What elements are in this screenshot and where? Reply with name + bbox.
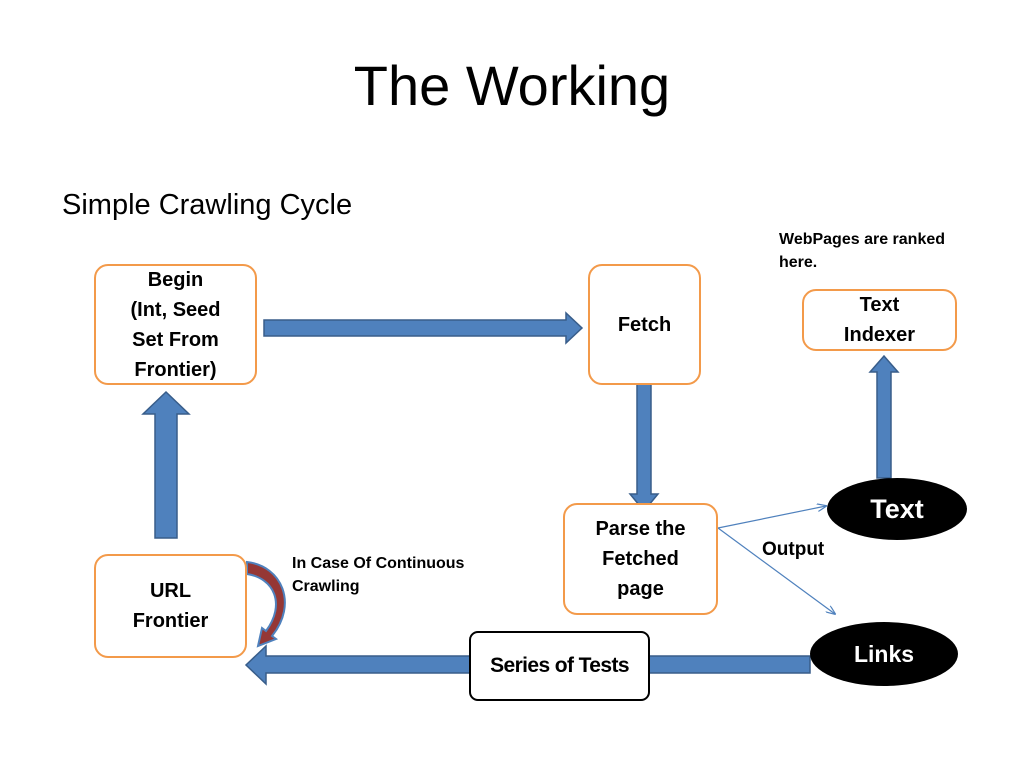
note-continuous-crawling: In Case Of Continuous Crawling <box>292 555 465 595</box>
node-text-indexer: Text Indexer <box>802 289 957 351</box>
note-webpages-ranked: WebPages are ranked here. <box>779 231 946 271</box>
subtitle: Simple Crawling Cycle <box>62 189 353 221</box>
thin-arrow-to-links <box>717 527 835 614</box>
arrow-text-to-indexer <box>868 354 900 479</box>
arrow-frontier-to-begin <box>141 390 191 539</box>
loop-arrow-continuous-crawling <box>246 560 286 648</box>
thin-arrow-to-text <box>717 506 826 529</box>
node-begin: Begin (Int, Seed Set From Frontier) <box>94 264 257 385</box>
node-fetch: Fetch <box>588 264 701 385</box>
node-parse: Parse the Fetched page <box>563 503 718 615</box>
arrow-begin-to-fetch <box>263 311 584 345</box>
node-url-frontier: URL Frontier <box>94 554 247 658</box>
arrow-fetch-to-parse <box>628 383 660 513</box>
label-output: Output <box>762 539 825 560</box>
node-series-of-tests: Series of Tests <box>469 631 650 701</box>
page-title: The Working <box>353 54 671 117</box>
node-links: Links <box>810 622 958 686</box>
node-text: Text <box>827 478 967 540</box>
